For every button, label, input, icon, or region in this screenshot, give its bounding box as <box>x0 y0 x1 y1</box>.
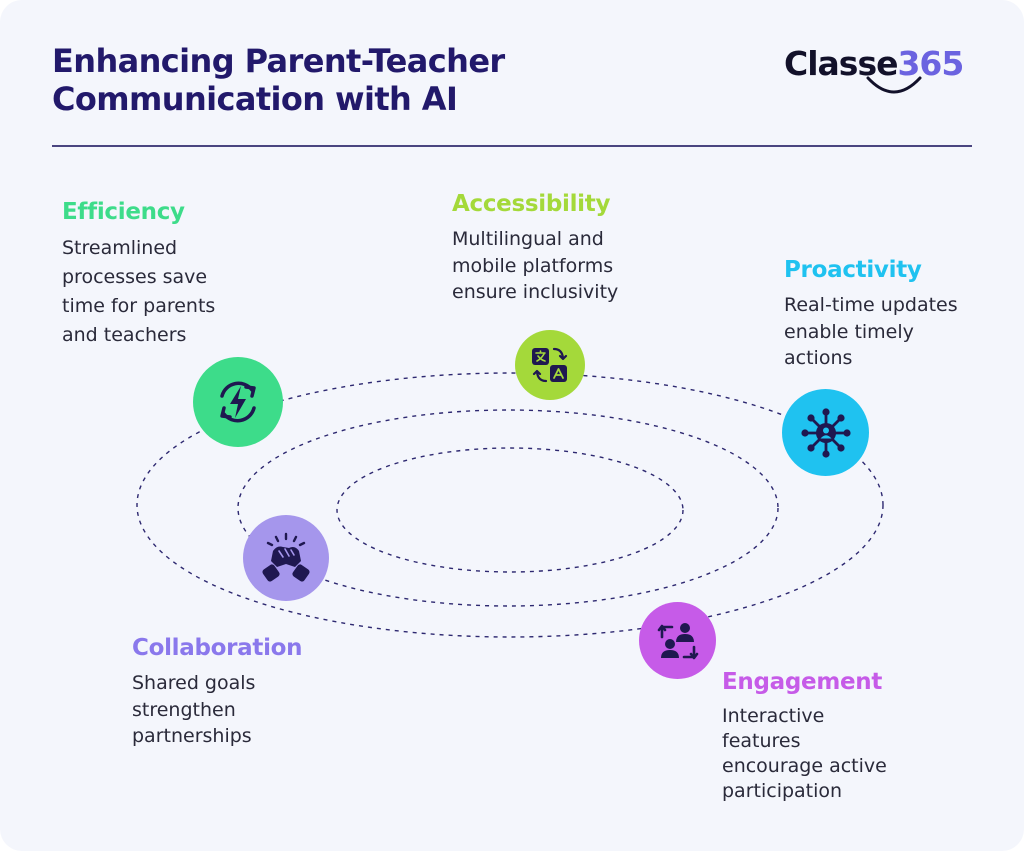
engagement-label: Engagement Interactive features encourag… <box>722 668 952 804</box>
accessibility-title: Accessibility <box>452 191 611 217</box>
efficiency-label: Efficiency Streamlined processes save ti… <box>62 198 282 350</box>
logo-wordmark: Classe365 <box>784 44 964 83</box>
efficiency-title: Efficiency <box>62 199 185 225</box>
engagement-title: Engagement <box>722 669 883 695</box>
people-exchange-icon <box>657 622 698 659</box>
collaboration-label: Collaboration Shared goals strengthen pa… <box>132 634 372 750</box>
accessibility-text: Multilingual and mobile platforms ensure… <box>452 228 619 303</box>
translate-icon <box>532 347 568 383</box>
collaboration-node <box>243 515 329 601</box>
collaboration-title: Collaboration <box>132 635 303 661</box>
orbit-outer <box>136 372 884 638</box>
logo-word: Classe <box>784 44 898 83</box>
accessibility-node <box>515 330 585 400</box>
proactivity-title: Proactivity <box>784 257 922 283</box>
proactivity-label: Proactivity Real-time updates enable tim… <box>784 256 1014 372</box>
accessibility-label: Accessibility Multilingual and mobile pl… <box>452 190 672 306</box>
proactivity-text: Real-time updates enable timely actions <box>784 294 958 369</box>
logo-smile-icon <box>866 76 922 94</box>
orbit-inner <box>336 447 684 573</box>
lightning-refresh-icon <box>220 381 256 423</box>
engagement-node <box>639 602 716 679</box>
page-title: Enhancing Parent-Teacher Communication w… <box>52 42 505 118</box>
proactivity-node <box>782 389 869 476</box>
classe365-logo: Classe365 <box>784 42 974 102</box>
efficiency-text: Streamlined processes save time for pare… <box>62 237 216 346</box>
handshake-icon <box>262 532 310 582</box>
network-hub-icon <box>800 407 851 458</box>
efficiency-node <box>193 357 283 447</box>
orbit-middle <box>237 409 779 607</box>
header-divider <box>52 145 972 147</box>
collaboration-text: Shared goals strengthen partnerships <box>132 672 256 747</box>
engagement-text: Interactive features encourage active pa… <box>722 705 887 802</box>
logo-number: 365 <box>897 44 964 83</box>
